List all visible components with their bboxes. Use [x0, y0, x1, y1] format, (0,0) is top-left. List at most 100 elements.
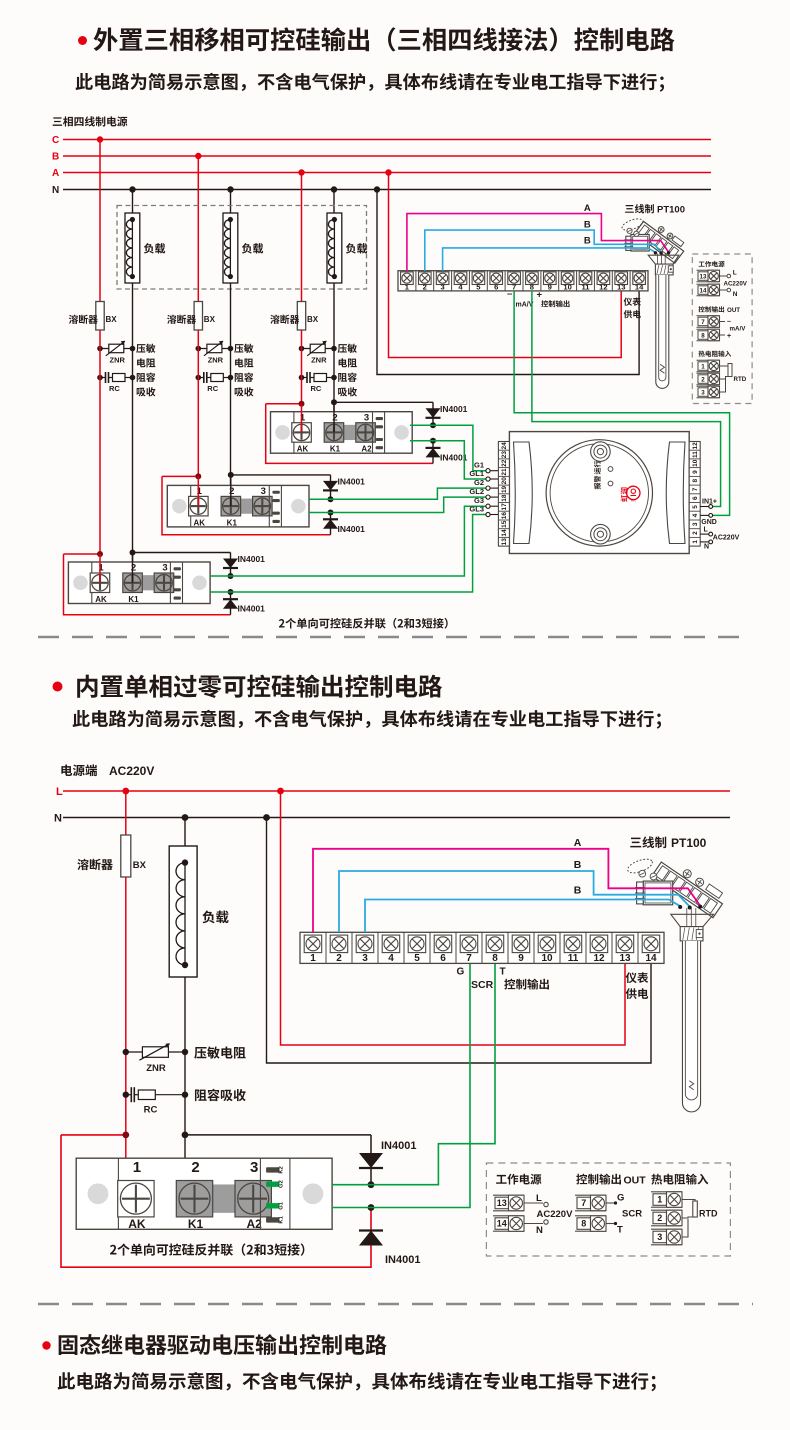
svg-text:K1: K1 [279, 1215, 285, 1223]
svg-text:N: N [54, 813, 62, 825]
svg-text:IN4001: IN4001 [440, 404, 468, 414]
svg-text:–: – [727, 319, 731, 326]
svg-text:G: G [457, 967, 465, 978]
svg-text:1: 1 [98, 563, 104, 574]
svg-text:PT100: PT100 [671, 836, 707, 850]
svg-text:2: 2 [692, 531, 699, 535]
svg-text:SCR: SCR [622, 1209, 642, 1220]
svg-text:14: 14 [501, 529, 508, 537]
svg-text:AK: AK [194, 518, 206, 527]
svg-text:6: 6 [494, 283, 498, 292]
svg-text:3: 3 [657, 1232, 662, 1242]
svg-text:IN4001: IN4001 [338, 524, 366, 534]
svg-text:1: 1 [405, 283, 410, 292]
svg-text:ZNR: ZNR [208, 356, 224, 365]
svg-text:7: 7 [692, 487, 699, 491]
svg-text:4: 4 [388, 953, 394, 964]
svg-text:+: + [727, 333, 731, 340]
svg-text:A2: A2 [247, 1217, 263, 1231]
svg-text:8: 8 [530, 283, 534, 292]
svg-text:L: L [733, 270, 737, 277]
svg-text:GND: GND [701, 519, 717, 526]
svg-text:15: 15 [501, 520, 508, 528]
svg-text:G1: G1 [279, 1201, 285, 1210]
svg-text:10: 10 [541, 953, 553, 964]
svg-text:AK: AK [297, 445, 309, 454]
svg-text:GL3: GL3 [469, 505, 484, 514]
svg-text:12: 12 [692, 442, 699, 450]
svg-text:22: 22 [501, 459, 508, 467]
svg-text:1: 1 [310, 953, 316, 964]
svg-text:B: B [584, 236, 591, 247]
svg-text:14: 14 [497, 1219, 507, 1229]
svg-text:N: N [704, 544, 709, 551]
svg-text:K2: K2 [279, 1165, 285, 1173]
svg-text:L: L [536, 1193, 542, 1204]
svg-text:20: 20 [501, 477, 508, 485]
svg-text:13: 13 [497, 1198, 507, 1208]
svg-text:13: 13 [617, 283, 625, 292]
svg-text:IN4001: IN4001 [381, 1140, 416, 1152]
svg-text:1: 1 [692, 540, 699, 544]
svg-text:BX: BX [307, 315, 319, 324]
svg-text:PT100: PT100 [657, 205, 685, 216]
svg-text:18: 18 [501, 494, 508, 502]
svg-text:8: 8 [581, 1219, 586, 1229]
svg-text:A: A [52, 168, 59, 179]
svg-text:6: 6 [692, 496, 699, 500]
svg-text:8: 8 [492, 953, 498, 964]
svg-text:IN4001: IN4001 [385, 1254, 420, 1266]
svg-text:BX: BX [204, 315, 216, 324]
svg-text:OUT: OUT [624, 1175, 647, 1187]
svg-text:B: B [52, 152, 59, 163]
svg-text:1: 1 [197, 486, 203, 497]
svg-text:K1: K1 [330, 445, 341, 454]
svg-text:GL1: GL1 [469, 469, 484, 478]
svg-text:17: 17 [501, 503, 508, 511]
svg-text:3: 3 [261, 486, 266, 497]
svg-text:K1: K1 [227, 518, 238, 527]
svg-text:1: 1 [300, 412, 306, 423]
svg-text:RC: RC [207, 384, 218, 393]
svg-text:6: 6 [440, 953, 446, 964]
svg-text:N: N [733, 291, 738, 298]
svg-text:3: 3 [692, 522, 699, 526]
svg-text:2: 2 [131, 563, 136, 574]
svg-text:3: 3 [362, 953, 368, 964]
svg-text:13: 13 [700, 273, 707, 280]
svg-text:9: 9 [518, 953, 524, 964]
svg-text:ZNR: ZNR [311, 356, 327, 365]
svg-text:IN4001: IN4001 [338, 476, 366, 486]
svg-text:5: 5 [414, 953, 420, 964]
svg-text:2: 2 [701, 376, 705, 383]
svg-text:AK: AK [128, 1217, 146, 1231]
svg-text:13: 13 [619, 953, 631, 964]
svg-text:AC220V: AC220V [724, 281, 748, 288]
svg-text:BX: BX [133, 860, 147, 871]
svg-text:10: 10 [692, 459, 699, 467]
svg-text:K1: K1 [188, 1217, 204, 1231]
svg-text:3: 3 [162, 563, 167, 574]
svg-text:L: L [704, 527, 709, 534]
svg-text:HR: HR [631, 499, 637, 503]
svg-text:AC220V: AC220V [109, 764, 154, 778]
svg-text:IN4001: IN4001 [440, 452, 468, 462]
svg-text:G1: G1 [474, 461, 484, 470]
svg-text:21: 21 [501, 468, 508, 476]
svg-text:5: 5 [692, 505, 699, 509]
svg-text:GL2: GL2 [469, 487, 484, 496]
svg-text:12: 12 [599, 283, 607, 292]
svg-text:3: 3 [364, 412, 369, 423]
svg-text:ZNR: ZNR [109, 356, 125, 365]
svg-text:19: 19 [501, 485, 508, 493]
svg-text:mA/V: mA/V [730, 326, 747, 333]
svg-text:G2: G2 [474, 478, 484, 487]
svg-text:L: L [56, 786, 63, 798]
svg-text:–: – [507, 289, 512, 300]
svg-text:11: 11 [581, 283, 590, 292]
svg-text:A2: A2 [361, 445, 372, 454]
svg-text:C: C [52, 135, 59, 146]
svg-text:AC220V: AC220V [537, 1209, 574, 1220]
svg-text:OUT: OUT [727, 307, 740, 314]
svg-text:+: + [537, 290, 543, 301]
